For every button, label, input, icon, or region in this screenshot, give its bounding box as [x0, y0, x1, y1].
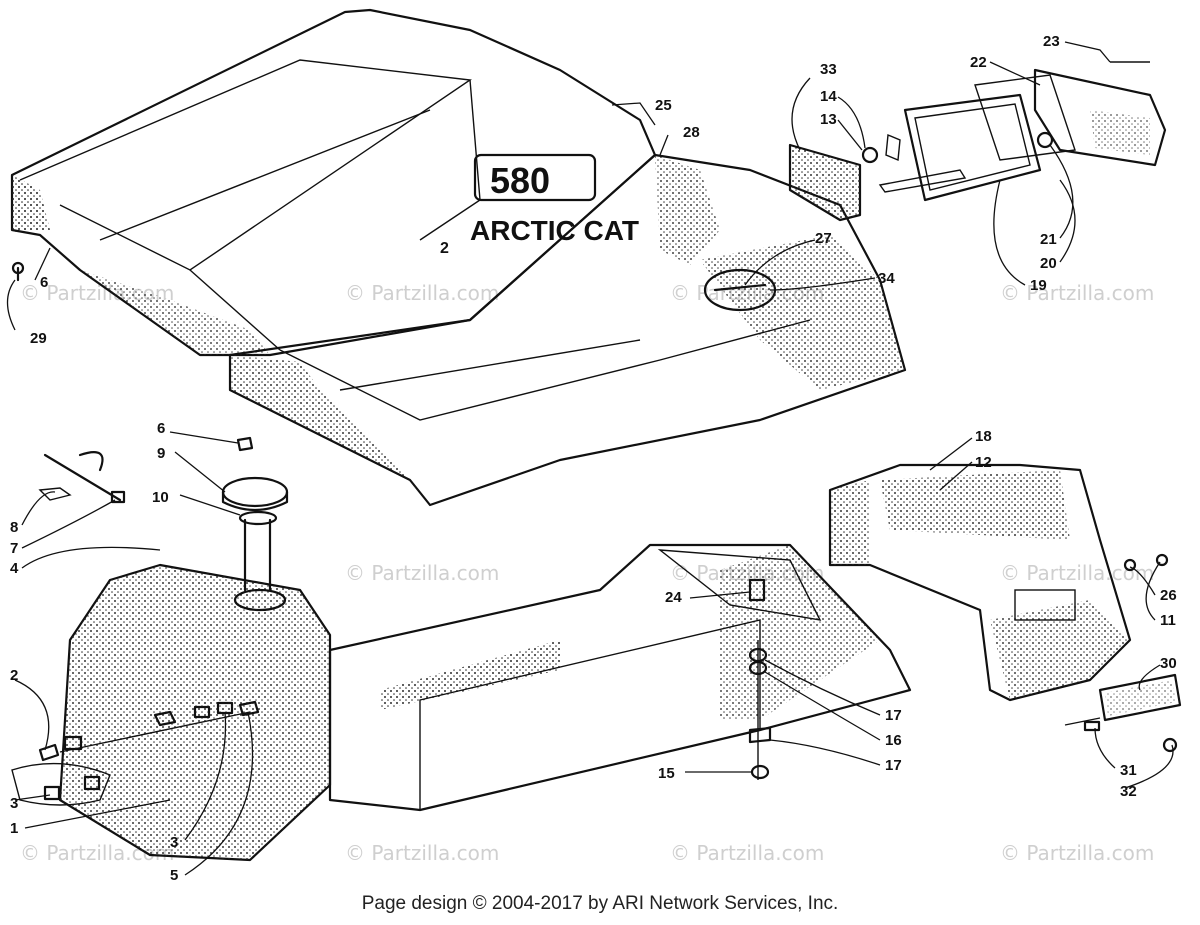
tail-section-part-18 — [828, 463, 1132, 702]
callout-6: 6 — [40, 274, 48, 291]
fuel-line-parts — [38, 451, 126, 504]
callout-14: 14 — [820, 88, 837, 105]
watermark: © Partzilla.com — [345, 281, 499, 305]
callout-28: 28 — [683, 124, 700, 141]
watermark: © Partzilla.com — [1000, 561, 1154, 585]
watermark: © Partzilla.com — [670, 841, 824, 865]
callout-17: 17 — [885, 707, 902, 724]
brand-decal: 580 ARCTIC CAT 2 — [440, 153, 639, 257]
callout-32: 32 — [1120, 783, 1137, 800]
callouts: 1 2 3 3 4 5 6 6 7 8 9 10 11 12 13 14 15 … — [10, 33, 1177, 884]
reflector-part-30 — [1064, 673, 1182, 726]
leader-lines — [6, 41, 1174, 876]
page-footer: Page design © 2004-2017 by ARI Network S… — [361, 893, 839, 914]
callout-26: 26 — [1160, 587, 1177, 604]
fasteners — [11, 261, 1178, 780]
hood-part-28 — [228, 153, 907, 507]
brand-name-text: ARCTIC CAT — [470, 215, 639, 246]
callout-27: 27 — [815, 230, 832, 247]
callout-1: 1 — [10, 820, 18, 837]
callout-34: 34 — [878, 270, 895, 287]
callout-11: 11 — [1160, 612, 1176, 629]
watermark: © Partzilla.com — [1000, 841, 1154, 865]
taillight-assembly — [788, 61, 1167, 222]
callout-18: 18 — [975, 428, 992, 445]
callout-3: 3 — [170, 834, 178, 851]
callout-15: 15 — [658, 765, 675, 782]
callout-22: 22 — [970, 54, 987, 71]
callout-13: 13 — [820, 111, 837, 128]
callout-5: 5 — [170, 867, 178, 884]
fuel-fittings — [11, 700, 260, 806]
callout-9: 9 — [157, 445, 165, 462]
scribble-mark: 2 — [440, 240, 449, 257]
callout-24: 24 — [665, 589, 682, 606]
callout-2: 2 — [10, 667, 18, 684]
callout-7: 7 — [10, 540, 18, 557]
callout-8: 8 — [10, 519, 18, 536]
watermark: © Partzilla.com — [1000, 281, 1154, 305]
fuel-cap-assembly — [221, 476, 289, 612]
callout-23: 23 — [1043, 33, 1060, 50]
callout-16: 16 — [885, 732, 902, 749]
callout-3: 3 — [10, 795, 18, 812]
callout-25: 25 — [655, 97, 672, 114]
callout-33: 33 — [820, 61, 837, 78]
callout-20: 20 — [1040, 255, 1057, 272]
callout-21: 21 — [1040, 231, 1057, 248]
callout-30: 30 — [1160, 655, 1177, 672]
base-pan — [58, 543, 912, 862]
callout-29: 29 — [30, 330, 47, 347]
callout-17: 17 — [885, 757, 902, 774]
callout-12: 12 — [975, 454, 992, 471]
callout-31: 31 — [1120, 762, 1137, 779]
callout-10: 10 — [152, 489, 169, 506]
watermark: © Partzilla.com — [345, 561, 499, 585]
model-number-text: 580 — [490, 160, 550, 201]
watermark: © Partzilla.com — [345, 841, 499, 865]
callout-19: 19 — [1030, 277, 1047, 294]
callout-6: 6 — [157, 420, 165, 437]
callout-4: 4 — [10, 560, 19, 577]
